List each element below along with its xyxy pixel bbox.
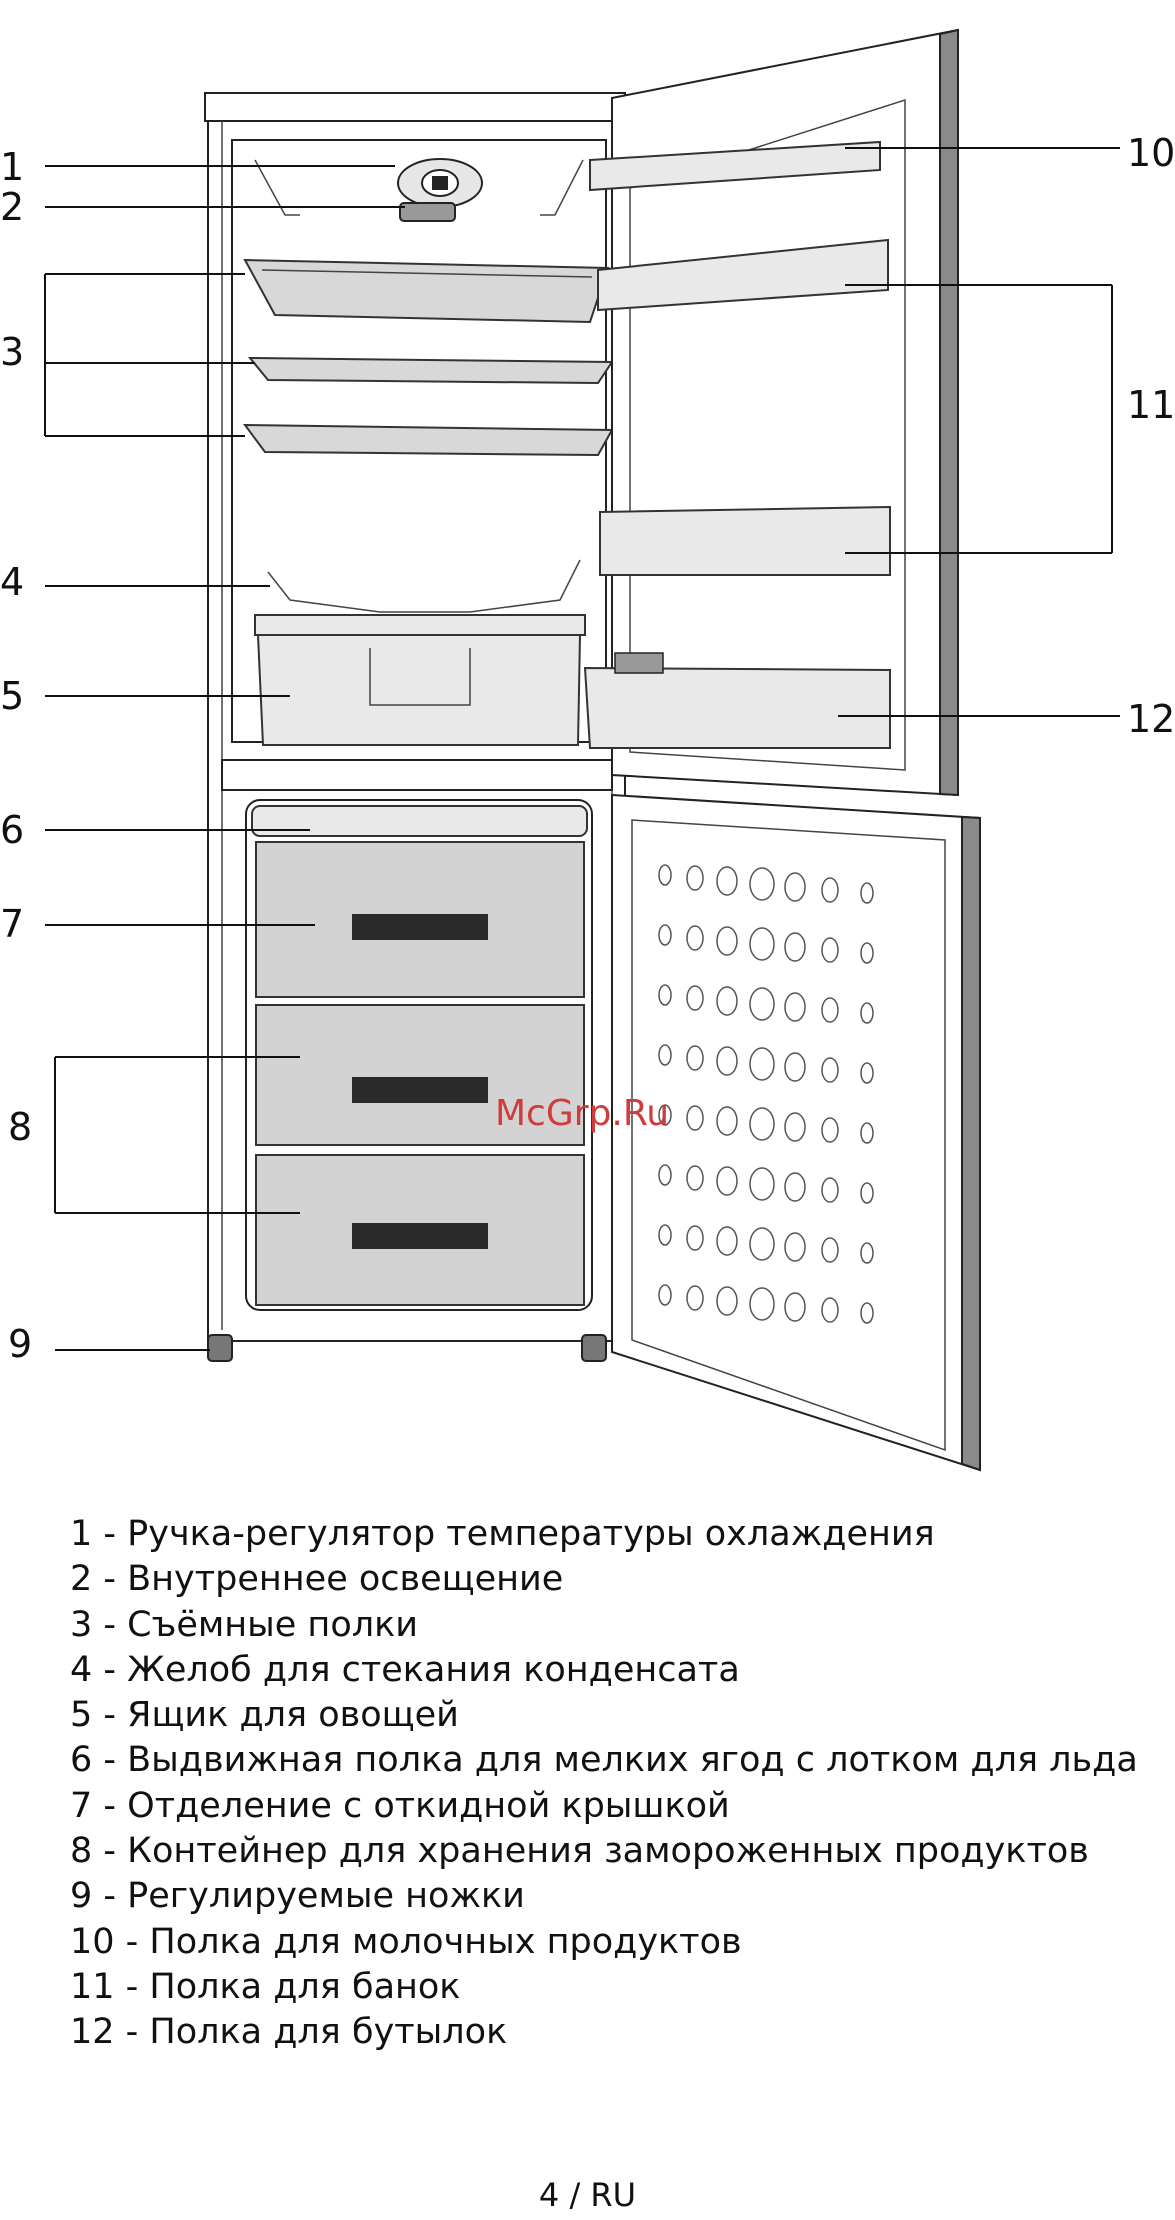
door-dimple bbox=[860, 942, 874, 964]
adjustable-feet bbox=[207, 1334, 607, 1362]
callout-7: 7 bbox=[0, 902, 24, 946]
fridge-diagram: 1 2 3 4 5 6 7 8 9 10 11 12 McGrp.Ru bbox=[0, 28, 1175, 1472]
callout-8: 8 bbox=[8, 1105, 32, 1149]
door-dimple bbox=[860, 1302, 874, 1324]
door-dimple bbox=[658, 1104, 672, 1126]
door-dimple bbox=[716, 1286, 738, 1316]
glass-shelves bbox=[242, 258, 614, 457]
callout-9: 9 bbox=[8, 1322, 32, 1366]
legend-item: 10 - Полка для молочных продуктов bbox=[70, 1921, 742, 1962]
door-dimple bbox=[784, 1112, 806, 1142]
door-dimple bbox=[658, 1044, 672, 1066]
door-dimple bbox=[784, 1172, 806, 1202]
crisper-drawer bbox=[254, 614, 586, 746]
callout-10: 10 bbox=[1127, 131, 1175, 175]
berry-tray bbox=[251, 805, 588, 837]
door-dimple bbox=[716, 1106, 738, 1136]
callout-11: 11 bbox=[1127, 383, 1175, 427]
door-dimple bbox=[716, 926, 738, 956]
door-dimple bbox=[821, 997, 839, 1023]
door-dimple bbox=[749, 987, 775, 1021]
legend-list: 1 - Ручка-регулятор температуры охлажден… bbox=[70, 1512, 1138, 2056]
legend-item: 7 - Отделение с откидной крышкой bbox=[70, 1785, 730, 1826]
door-dimple bbox=[749, 1227, 775, 1261]
door-dimple bbox=[821, 1117, 839, 1143]
door-dimple bbox=[860, 1122, 874, 1144]
door-dimple bbox=[821, 1057, 839, 1083]
freezer-door bbox=[611, 793, 981, 1472]
legend-item: 11 - Полка для банок bbox=[70, 1966, 461, 2007]
legend-item: 3 - Съёмные полки bbox=[70, 1604, 418, 1645]
door-dimple bbox=[686, 865, 704, 891]
page-number: 4 / RU bbox=[538, 2176, 637, 2214]
door-dimple bbox=[686, 1165, 704, 1191]
callout-12: 12 bbox=[1127, 697, 1175, 741]
thermostat-knob bbox=[397, 158, 483, 208]
interior-light bbox=[399, 202, 456, 222]
door-dimple bbox=[716, 1166, 738, 1196]
callout-6: 6 bbox=[0, 808, 24, 852]
door-dimple bbox=[821, 1237, 839, 1263]
legend-item: 8 - Контейнер для хранения замороженных … bbox=[70, 1831, 1089, 1872]
door-dimple bbox=[749, 1167, 775, 1201]
door-dimple bbox=[821, 877, 839, 903]
door-dimple bbox=[749, 1107, 775, 1141]
door-dimple bbox=[784, 872, 806, 902]
legend-item: 2 - Внутреннее освещение bbox=[70, 1559, 564, 1600]
door-dimple bbox=[658, 984, 672, 1006]
door-dimple bbox=[686, 985, 704, 1011]
door-dimple bbox=[658, 924, 672, 946]
legend-item: 1 - Ручка-регулятор температуры охлажден… bbox=[70, 1514, 935, 1554]
freezer-drawers bbox=[255, 841, 585, 1306]
door-dimple bbox=[784, 932, 806, 962]
door-dimple bbox=[658, 1164, 672, 1186]
condensate-channel bbox=[267, 559, 581, 613]
door-dimple bbox=[784, 1052, 806, 1082]
door-dimple bbox=[749, 1287, 775, 1321]
door-dimple bbox=[784, 1232, 806, 1262]
door-dimple bbox=[716, 866, 738, 896]
legend-item: 5 - Ящик для овощей bbox=[70, 1695, 459, 1736]
fridge-door bbox=[583, 28, 959, 797]
door-dimple bbox=[658, 864, 672, 886]
legend-item: 12 - Полка для бутылок bbox=[70, 2012, 508, 2053]
door-dimple bbox=[784, 1292, 806, 1322]
door-dimple bbox=[860, 1242, 874, 1264]
door-dimple bbox=[860, 1002, 874, 1024]
door-dimple bbox=[860, 1062, 874, 1084]
legend-item: 9 - Регулируемые ножки bbox=[70, 1876, 525, 1917]
callout-3: 3 bbox=[0, 330, 24, 374]
door-dimple bbox=[686, 1225, 704, 1251]
callout-2: 2 bbox=[0, 185, 24, 229]
callout-1: 1 bbox=[0, 145, 24, 189]
door-dimples bbox=[658, 864, 874, 1324]
door-dimple bbox=[686, 925, 704, 951]
door-dimple bbox=[716, 1226, 738, 1256]
legend-item: 4 - Желоб для стекания конденсата bbox=[70, 1649, 740, 1690]
door-dimple bbox=[821, 937, 839, 963]
door-dimple bbox=[784, 992, 806, 1022]
door-dimple bbox=[716, 1046, 738, 1076]
door-dimple bbox=[686, 1285, 704, 1311]
door-dimple bbox=[658, 1224, 672, 1246]
door-dimple bbox=[749, 867, 775, 901]
door-dimple bbox=[749, 927, 775, 961]
door-dimple bbox=[686, 1045, 704, 1071]
door-dimple bbox=[686, 1105, 704, 1131]
door-dimple bbox=[821, 1177, 839, 1203]
door-dimple bbox=[860, 882, 874, 904]
watermark: McGrp.Ru bbox=[495, 1093, 669, 1134]
door-dimple bbox=[716, 986, 738, 1016]
callouts: 1 2 3 4 5 6 7 8 9 10 11 12 bbox=[0, 131, 1175, 1366]
door-dimple bbox=[658, 1284, 672, 1306]
door-dimple bbox=[860, 1182, 874, 1204]
callout-4: 4 bbox=[0, 560, 24, 604]
door-dimple bbox=[821, 1297, 839, 1323]
door-dimple bbox=[749, 1047, 775, 1081]
callout-5: 5 bbox=[0, 674, 24, 718]
legend-item: 6 - Выдвижная полка для мелких ягод с ло… bbox=[70, 1740, 1138, 1781]
